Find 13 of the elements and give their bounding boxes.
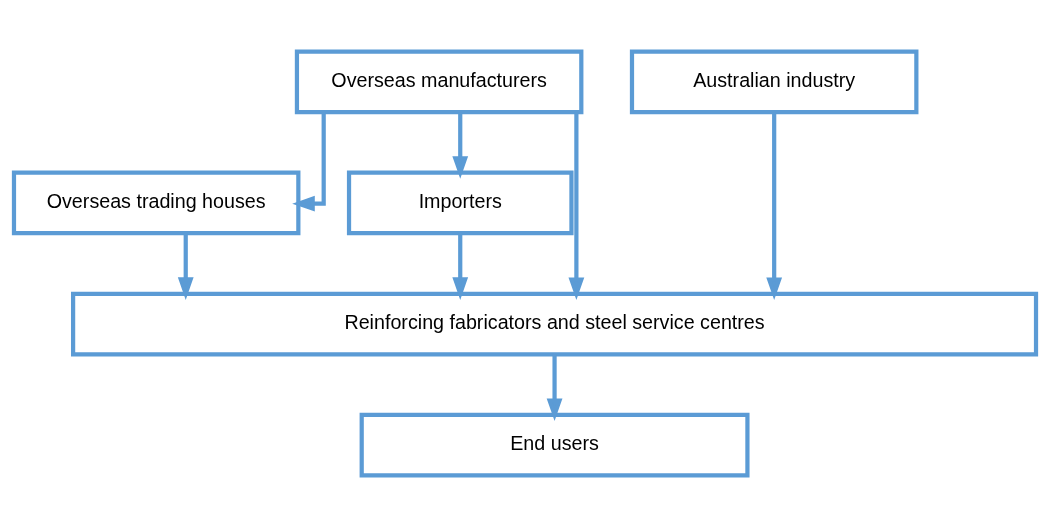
arrow	[177, 233, 194, 300]
arrow	[292, 112, 326, 212]
node-box: Importers	[346, 170, 574, 236]
node-box: Australian industry	[629, 49, 919, 115]
arrow	[766, 112, 783, 300]
node-box: Overseas manufacturers	[294, 49, 584, 115]
node-box: End users	[359, 412, 750, 478]
arrow	[452, 112, 469, 179]
arrow	[452, 233, 469, 300]
arrow	[568, 112, 585, 300]
node-box: Reinforcing fabricators and steel service centres	[71, 291, 1039, 357]
arrow	[546, 354, 563, 421]
node-box: Overseas trading houses	[11, 170, 301, 236]
